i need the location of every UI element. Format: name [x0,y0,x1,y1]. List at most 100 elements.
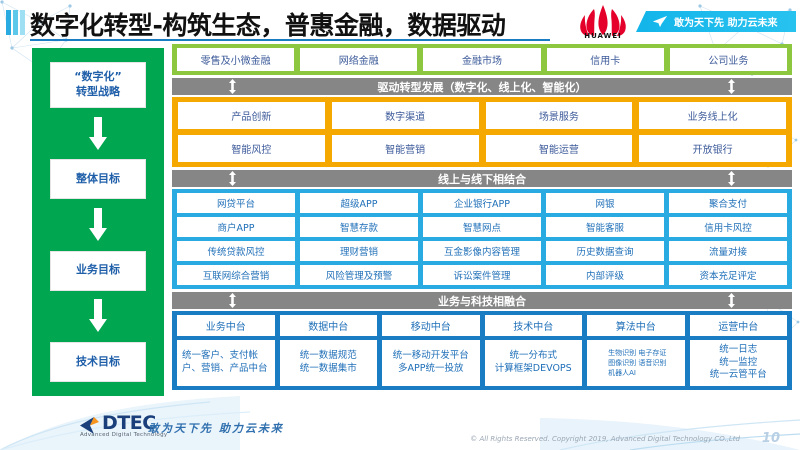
transformation-cell[interactable]: 产品创新 [178,102,325,129]
dtec-subtitle: Advanced Digital Technology [80,432,168,438]
application-cell[interactable]: 智慧网点 [423,217,541,237]
platform-body: 统一分布式计算框架DEVOPS [484,340,582,386]
application-cell[interactable]: 聚合支付 [669,193,787,213]
rail-item-label: 业务目标 [76,263,120,277]
business-line-cell[interactable]: 信用卡 [546,48,664,71]
main-diagram: 零售及小微金融 网络金融 金融市场 信用卡 公司业务 驱动转型发展（数字化、线上… [172,44,792,390]
divider-label: 线上与线下相结合 [438,172,526,186]
transformation-row: 产品创新 数字渠道 场景服务 业务线上化 [178,102,786,129]
application-row: 传统贷款风控 理财营销 互金影像内容管理 历史数据查询 流量对接 [177,241,787,261]
application-cell[interactable]: 信用卡风控 [669,217,787,237]
business-line-cell[interactable]: 零售及小微金融 [177,48,295,71]
transformation-cell[interactable]: 数字渠道 [331,102,479,129]
application-cell[interactable]: 风险管理及预警 [300,265,418,285]
double-arrow-icon [728,293,735,308]
application-cell[interactable]: 内部评级 [546,265,664,285]
application-cell[interactable]: 历史数据查询 [546,241,664,261]
rail-item-strategy[interactable]: “数字化”转型战略 [50,62,146,108]
copyright-text: © All Rights Reserved. Copyright 2019, A… [470,435,740,443]
platform-head[interactable]: 算法中台 [587,315,685,336]
rail-arrow-2 [87,199,109,250]
business-lines-band: 零售及小微金融 网络金融 金融市场 信用卡 公司业务 [172,44,792,75]
platform-column-mobile: 移动中台 统一移动开发平台多APP统一投放 [382,315,480,386]
platform-column-business: 业务中台 统一客户、支付帐户、营销、产品中台 [177,315,275,386]
business-line-cell[interactable]: 网络金融 [300,48,418,71]
application-cell[interactable]: 智能客服 [546,217,664,237]
application-cell[interactable]: 诉讼案件管理 [423,265,541,285]
header-stripe-decoration [6,10,28,35]
divider-label: 业务与科技相融合 [438,294,526,308]
platform-column-operations: 运营中台 统一日志统一监控统一云管平台 [689,315,787,386]
platform-body: 统一日志统一监控统一云管平台 [689,340,787,386]
application-cell[interactable]: 智慧存款 [300,217,418,237]
platform-column-data: 数据中台 统一数据规范统一数据集市 [279,315,377,386]
application-cell[interactable]: 理财营销 [300,241,418,261]
rail-arrow-1 [87,108,109,159]
page-title: 数字化转型-构筑生态，普惠金融，数据驱动 [30,11,506,40]
transformation-cell[interactable]: 智能营销 [331,135,479,162]
footer-swoosh-decoration [0,396,800,450]
rail-item-overall-goal[interactable]: 整体目标 [50,159,146,200]
double-arrow-icon [229,293,236,308]
application-cell[interactable]: 资本充足评定 [669,265,787,285]
platforms-band: 业务中台 统一客户、支付帐户、营销、产品中台 数据中台 统一数据规范统一数据集市… [172,311,792,390]
huawei-logo-icon [580,5,626,36]
double-arrow-icon [229,79,236,94]
paper-plane-icon [652,15,668,28]
applications-band: 网贷平台 超级APP 企业银行APP 网银 聚合支付 商户APP 智慧存款 智慧… [172,189,792,289]
platform-body: 统一移动开发平台多APP统一投放 [382,340,480,386]
platform-columns: 业务中台 统一客户、支付帐户、营销、产品中台 数据中台 统一数据规范统一数据集市… [177,315,787,386]
rail-arrow-3 [87,291,109,342]
transformation-cell[interactable]: 业务线上化 [639,102,786,129]
application-cell[interactable]: 企业银行APP [423,193,541,213]
strategy-rail: “数字化”转型战略 整体目标 业务目标 技术目标 [32,48,164,396]
platform-body: 生物识别 电子存证图像识别 语音识别机器人AI [587,340,685,386]
platform-head[interactable]: 业务中台 [177,315,275,336]
dtec-logo: DTEC Advanced Digital Technology [80,412,167,438]
application-cell[interactable]: 网银 [546,193,664,213]
application-row: 互联网综合营销 风险管理及预警 诉讼案件管理 内部评级 资本充足评定 [177,265,787,285]
transformation-band: 产品创新 数字渠道 场景服务 业务线上化 智能风控 智能营销 智能运营 开放银行 [172,97,792,167]
rail-item-technology-goal[interactable]: 技术目标 [50,341,146,382]
application-cell[interactable]: 商户APP [177,217,295,237]
divider-business-tech-fusion: 业务与科技相融合 [172,292,792,309]
application-row: 网贷平台 超级APP 企业银行APP 网银 聚合支付 [177,193,787,213]
platform-column-algorithm: 算法中台 生物识别 电子存证图像识别 语音识别机器人AI [587,315,685,386]
platform-head[interactable]: 移动中台 [382,315,480,336]
platform-head[interactable]: 技术中台 [484,315,582,336]
platform-body: 统一数据规范统一数据集市 [279,340,377,386]
platform-head[interactable]: 数据中台 [279,315,377,336]
application-row: 商户APP 智慧存款 智慧网点 智能客服 信用卡风控 [177,217,787,237]
dtec-tagline: 敢为天下先 助力云未来 [148,422,284,435]
title-underline [30,39,550,41]
dtec-wordmark: DTEC [102,412,156,434]
huawei-wordmark: HUAWEI [584,32,622,40]
application-cell[interactable]: 超级APP [300,193,418,213]
business-line-cell[interactable]: 金融市场 [423,48,541,71]
application-cell[interactable]: 互联网综合营销 [177,265,295,285]
rail-item-label: 技术目标 [76,354,120,368]
application-cell[interactable]: 流量对接 [669,241,787,261]
rail-item-label: “数字化”转型战略 [74,70,122,98]
platform-column-technology: 技术中台 统一分布式计算框架DEVOPS [484,315,582,386]
application-cell[interactable]: 互金影像内容管理 [423,241,541,261]
application-cell[interactable]: 网贷平台 [177,193,295,213]
rail-item-label: 整体目标 [76,171,120,185]
dtec-mark-icon [80,417,99,434]
transformation-cell[interactable]: 场景服务 [485,102,633,129]
platform-body: 统一客户、支付帐户、营销、产品中台 [177,340,275,386]
page-number: 10 [761,431,780,446]
transformation-cell[interactable]: 智能运营 [485,135,633,162]
transformation-cell[interactable]: 开放银行 [639,135,786,162]
double-arrow-icon [229,171,236,186]
page-footer: DTEC Advanced Digital Technology 敢为天下先 助… [0,402,800,450]
divider-online-offline: 线上与线下相结合 [172,170,792,187]
huawei-slogan-banner: 敢为天下先 助力云未来 [636,11,796,32]
transformation-row: 智能风控 智能营销 智能运营 开放银行 [178,135,786,162]
rail-item-business-goal[interactable]: 业务目标 [50,250,146,291]
transformation-cell[interactable]: 智能风控 [178,135,325,162]
business-line-cell[interactable]: 公司业务 [669,48,788,71]
platform-head[interactable]: 运营中台 [689,315,787,336]
banner-slogan-text: 敢为天下先 助力云未来 [674,18,778,29]
application-cell[interactable]: 传统贷款风控 [177,241,295,261]
